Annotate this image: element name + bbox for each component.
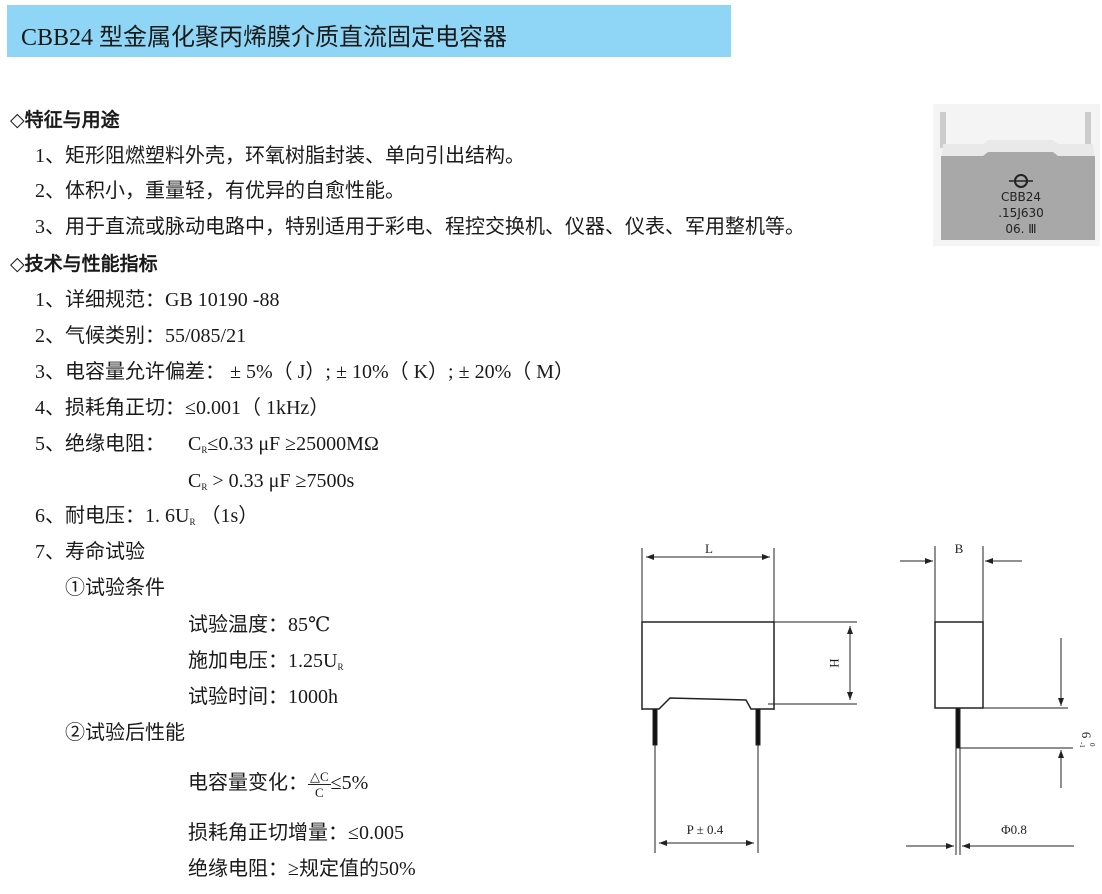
symbol: C [188,433,202,455]
capacitor-photo: CBB24 .15J630 06. Ⅲ [940,112,1095,240]
spec-item: 4、损耗角正切：≤0.001（ 1kHz） [35,397,330,419]
dim-tolerance: -1 [1078,742,1086,748]
photo-label: .15J630 [998,206,1044,220]
photo-label: 06. Ⅲ [1005,222,1036,236]
page-title: CBB24 型金属化聚丙烯膜介质直流固定电容器 [21,25,508,51]
spec-item: 施加电压：1.25UR [188,649,343,679]
specs-heading: ◇技术与性能指标 [10,253,158,275]
product-photo: CBB24 .15J630 06. Ⅲ [933,104,1100,246]
spec-item: 2、气候类别：55/085/21 [35,325,247,347]
subscript: R [189,517,196,527]
dim-label-h: H [827,658,842,667]
subscript: R [201,482,208,492]
dim-label-l: L [705,541,713,556]
features-heading: ◇特征与用途 [10,109,120,131]
value: （1s） [195,505,259,527]
spec-item: 绝缘电阻：≥规定值的50% [188,858,416,880]
value: ≤5% [330,772,369,795]
dim-label-lead: 6 [1079,732,1094,739]
logo-icon [1009,174,1033,188]
dim-label-p: P ± 0.4 [687,822,724,837]
value: > 0.33 μF ≥7500s [207,470,355,492]
subscript: R [337,662,344,672]
dim-label-b: B [955,541,964,556]
symbol: C [188,470,202,492]
label: 6、耐电压：1. 6U [35,505,190,527]
denominator: C [315,785,324,800]
dim-tolerance: 0 [1088,743,1096,747]
photo-label: CBB24 [1001,190,1041,204]
feature-item: 1、矩形阻燃塑料外壳，环氧树脂封装、单向引出结构。 [35,145,525,167]
spec-item: 6、耐电压：1. 6UR （1s） [35,504,258,534]
spec-item: 1、详细规范：GB 10190 -88 [35,289,280,311]
spec-item: 7、寿命试验 [35,541,145,563]
label: 电容量变化： [188,772,308,795]
spec-item: 3、电容量允许偏差： ± 5%（ J）; ± 10%（ K）; ± 20%（ M… [35,361,575,383]
sub-heading: ①试验条件 [65,577,165,599]
spec-item: 试验温度：85℃ [188,614,331,636]
title-banner: CBB24 型金属化聚丙烯膜介质直流固定电容器 [7,5,731,57]
feature-item: 3、用于直流或脉动电路中，特别适用于彩电、程控交换机、仪器、仪表、军用整机等。 [35,216,805,238]
spec-item: 试验时间：1000h [188,686,338,708]
sub-heading: ②试验后性能 [65,722,185,744]
spec-item: CR≤0.33 μF ≥25000MΩ [188,432,379,462]
spec-item: 5、绝缘电阻： [35,433,165,455]
feature-item: 2、体积小，重量轻，有优异的自愈性能。 [35,180,405,202]
spec-item: 损耗角正切增量：≤0.005 [188,822,404,844]
dim-label-phi: Φ0.8 [1001,822,1027,837]
numerator: △C [308,769,331,785]
value: ≤0.33 μF ≥25000MΩ [207,433,379,455]
label: 施加电压：1.25U [188,650,338,672]
subscript: R [201,445,208,455]
spec-item: CR > 0.33 μF ≥7500s [188,469,354,499]
